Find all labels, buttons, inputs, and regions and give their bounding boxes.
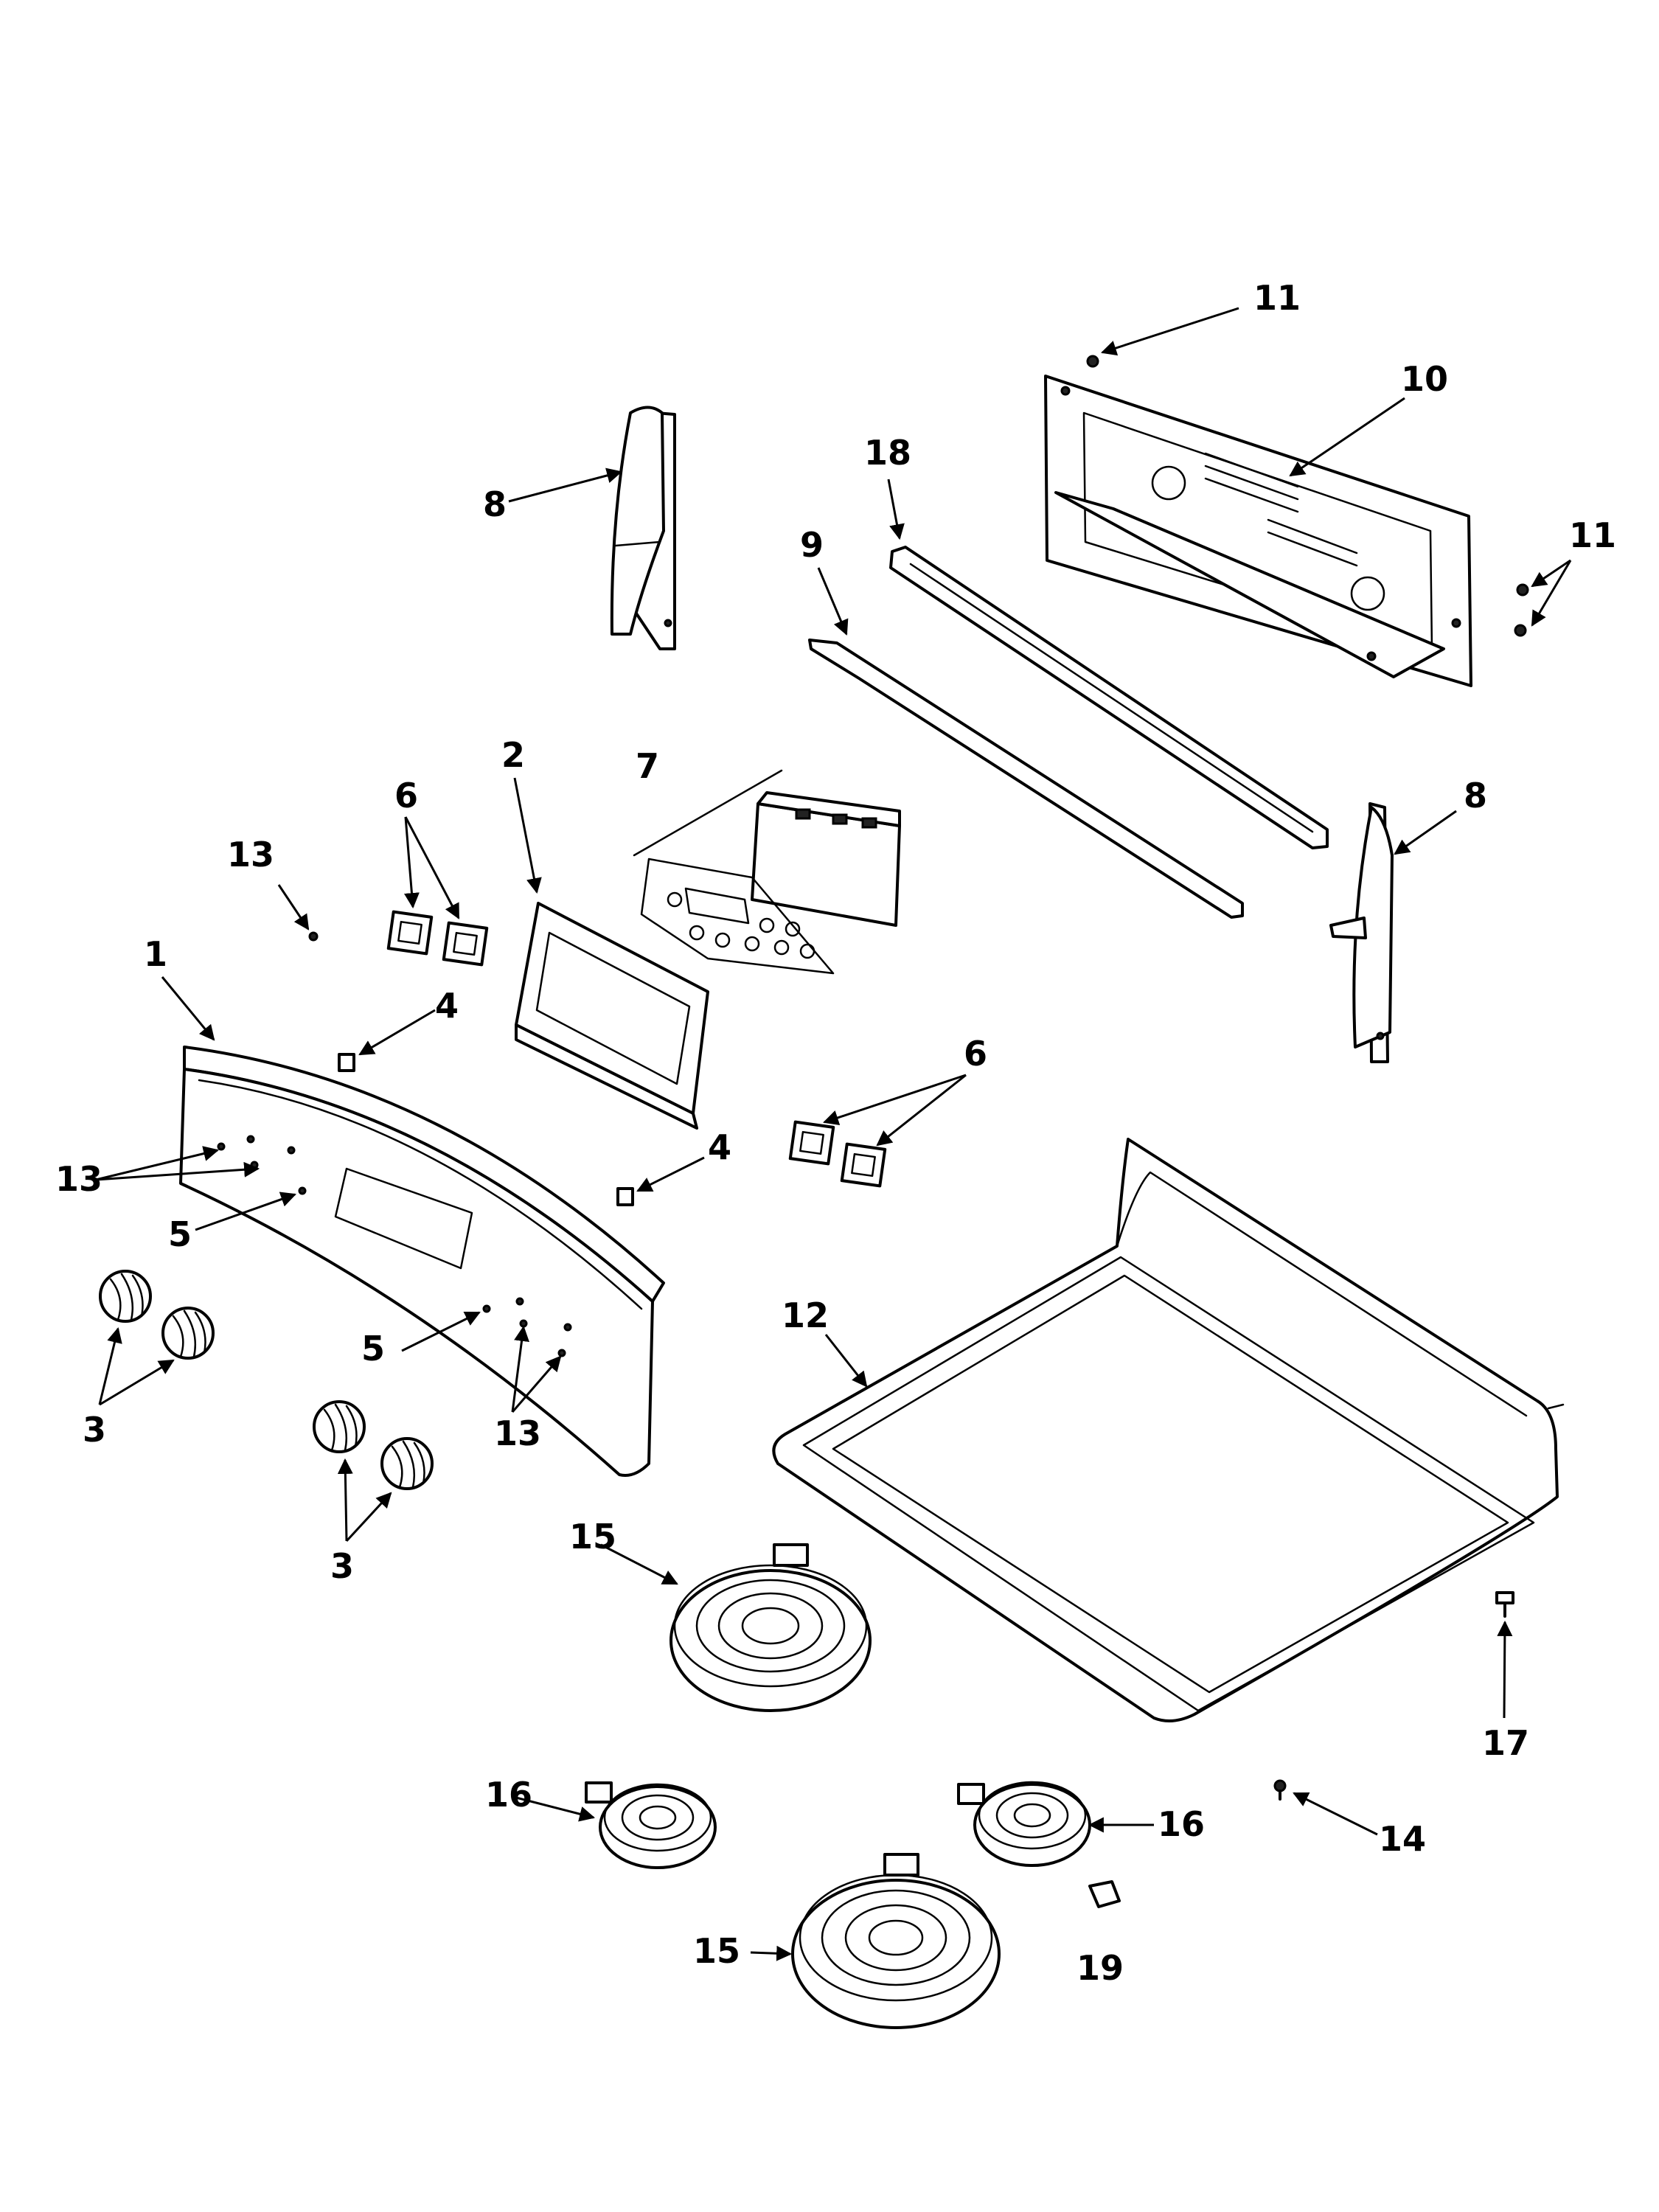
leveling-leg-part-17 xyxy=(1495,1591,1514,1618)
callout-1: 1 xyxy=(144,934,167,974)
callout-8-right: 8 xyxy=(1464,776,1487,815)
callout-15-top: 15 xyxy=(569,1517,616,1557)
callout-16-left: 16 xyxy=(485,1775,532,1815)
callout-8-left: 8 xyxy=(483,484,507,524)
callout-13-bottom: 13 xyxy=(494,1413,541,1453)
callout-6-right: 6 xyxy=(964,1034,987,1074)
clip-part-19 xyxy=(1088,1880,1121,1908)
switch-part-6 xyxy=(386,910,887,1188)
callout-18: 18 xyxy=(864,433,911,473)
callout-6-top: 6 xyxy=(394,776,418,815)
callout-7: 7 xyxy=(636,746,659,786)
element-large-part-15-top xyxy=(669,1543,872,1712)
callout-13-left: 13 xyxy=(55,1159,102,1199)
touchpad-overlay-part xyxy=(633,769,835,975)
back-panel-part xyxy=(1044,375,1472,687)
callout-5-left: 5 xyxy=(168,1214,192,1254)
screw-part-13 xyxy=(308,931,319,942)
cooktop-part xyxy=(772,1138,1565,1722)
rocker-switch-part-4 xyxy=(338,1053,634,1206)
callout-4-right: 4 xyxy=(708,1127,731,1167)
control-board-part xyxy=(751,791,901,927)
callout-4-top: 4 xyxy=(435,986,459,1026)
callout-12: 12 xyxy=(782,1295,829,1335)
callout-3-mid: 3 xyxy=(330,1546,354,1586)
end-bracket-right-part xyxy=(1329,802,1394,1063)
callout-13-top: 13 xyxy=(227,835,274,874)
callout-17: 17 xyxy=(1482,1723,1529,1763)
element-small-part-16-left xyxy=(585,1781,717,1869)
control-panel-part xyxy=(179,1046,665,1477)
screw-part-11 xyxy=(1086,355,1529,637)
display-bezel-part xyxy=(515,902,709,1130)
end-bracket-left-part xyxy=(610,406,676,650)
callout-9: 9 xyxy=(800,525,824,565)
callout-11-top: 11 xyxy=(1253,278,1301,318)
element-small-part-16-right xyxy=(957,1781,1091,1867)
callout-19: 19 xyxy=(1077,1948,1124,1988)
callout-10: 10 xyxy=(1401,359,1448,399)
callout-3-left: 3 xyxy=(83,1410,106,1450)
screw-part-14 xyxy=(1273,1779,1287,1801)
callout-2: 2 xyxy=(501,735,525,775)
knob-part-3 xyxy=(99,1270,434,1490)
callout-5-mid: 5 xyxy=(361,1329,385,1368)
callout-16-right: 16 xyxy=(1158,1804,1205,1844)
rail-part xyxy=(808,639,1244,919)
element-large-part-15-bottom xyxy=(791,1853,1001,2029)
callout-11-right: 11 xyxy=(1569,515,1616,555)
callout-14: 14 xyxy=(1379,1819,1426,1859)
trim-strip-part xyxy=(889,546,1329,849)
leader-lines xyxy=(95,307,1572,1961)
callout-15-bottom: 15 xyxy=(693,1931,740,1971)
